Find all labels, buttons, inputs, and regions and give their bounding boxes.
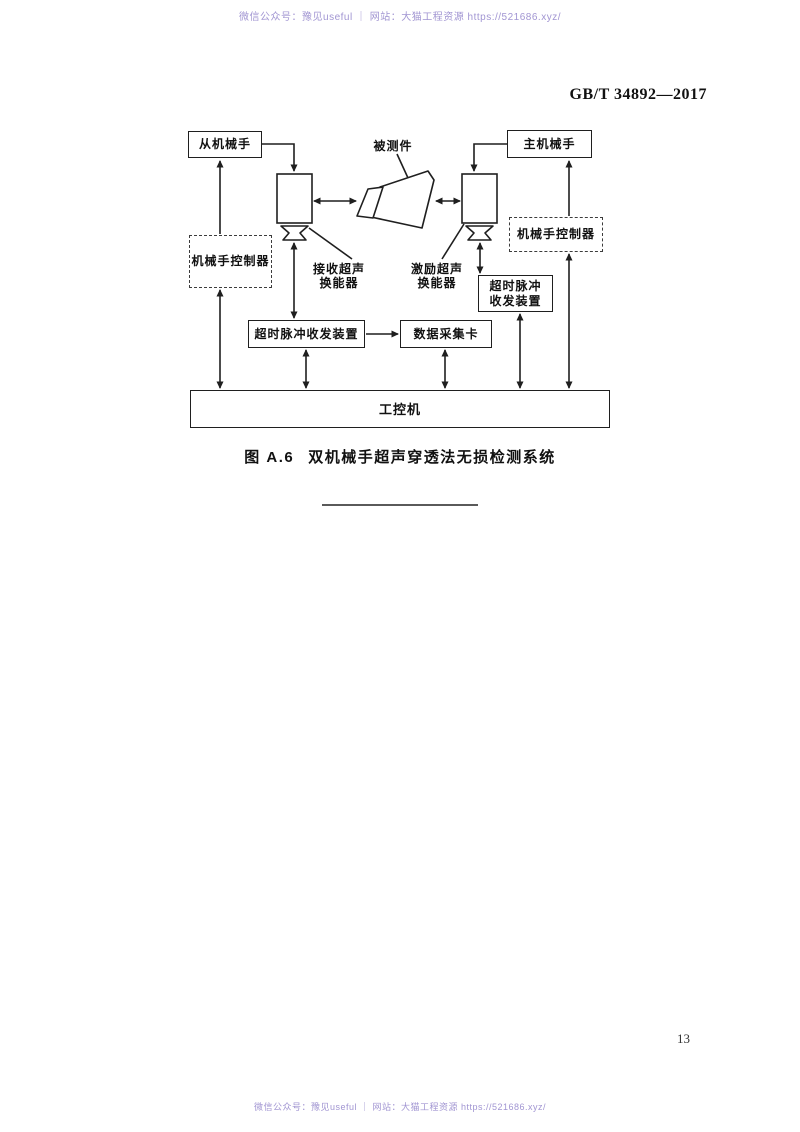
excite-transducer-label-line2: 换能器	[417, 276, 457, 290]
figure-caption: 图 A.6 双机械手超声穿透法无损检测系统	[0, 446, 800, 467]
box-industrial-pc: 工控机	[190, 390, 610, 428]
box-left-manipulator-controller-label: 机械手控制器	[191, 254, 270, 268]
box-master-manipulator: 主机械手	[507, 130, 592, 158]
watermark-top: 微信公众号：豫见useful ｜ 网站：大猫工程资源 https://52168…	[239, 12, 561, 23]
excite-label-leader-line	[441, 223, 465, 260]
excite-transducer-shape	[461, 173, 498, 224]
box-pulse-transceiver-right-line2: 收发装置	[489, 293, 542, 308]
test-piece-shape	[370, 170, 435, 229]
test-piece-label: 被测件	[373, 139, 413, 153]
standard-number: GB/T 34892—2017	[569, 86, 707, 103]
receive-label-leader-line	[308, 227, 353, 260]
box-pulse-transceiver-left: 超时脉冲收发装置	[248, 320, 365, 348]
figure-caption-title: 双机械手超声穿透法无损检测系统	[308, 449, 556, 466]
box-industrial-pc-label: 工控机	[378, 401, 421, 417]
conn-slave-to-receive-transducer	[262, 143, 298, 172]
end-of-text-rule	[322, 504, 478, 506]
box-slave-manipulator-label: 从机械手	[198, 137, 251, 151]
watermark-bottom: 微信公众号：豫见useful ｜ 网站：大猫工程资源 https://52168…	[253, 1102, 547, 1112]
box-pulse-transceiver-left-label: 超时脉冲收发装置	[254, 326, 359, 341]
figure-caption-label: 图 A.6	[244, 449, 295, 466]
box-master-manipulator-label: 主机械手	[523, 136, 576, 151]
receive-transducer-label-line1: 接收超声	[312, 262, 365, 276]
receive-transducer-label: 接收超声 换能器	[308, 262, 370, 290]
test-piece-leader-line	[396, 153, 409, 179]
diagram-connectors	[216, 143, 573, 389]
receive-transducer-shape	[276, 173, 313, 224]
excite-transducer-label: 激励超声 换能器	[406, 262, 468, 290]
excite-transducer-label-line1: 激励超声	[410, 262, 463, 276]
receive-transducer-nozzle	[280, 225, 309, 241]
box-pulse-transceiver-right-line1: 超时脉冲	[489, 278, 542, 293]
page-number: 13	[677, 1031, 690, 1046]
box-slave-manipulator: 从机械手	[188, 131, 262, 158]
box-pulse-transceiver-right-label: 超时脉冲 收发装置	[489, 279, 541, 309]
conn-master-to-excite-transducer	[470, 143, 507, 172]
box-right-manipulator-controller: 机械手控制器	[509, 217, 603, 252]
box-left-manipulator-controller: 机械手控制器	[189, 235, 272, 288]
box-pulse-transceiver-right: 超时脉冲 收发装置	[478, 275, 553, 312]
box-right-manipulator-controller-label: 机械手控制器	[516, 227, 595, 241]
box-daq-card: 数据采集卡	[400, 320, 492, 348]
receive-transducer-label-line2: 换能器	[319, 276, 359, 290]
test-piece-end-face	[356, 186, 384, 219]
excite-transducer-nozzle	[465, 225, 494, 241]
box-daq-card-label: 数据采集卡	[413, 326, 479, 341]
